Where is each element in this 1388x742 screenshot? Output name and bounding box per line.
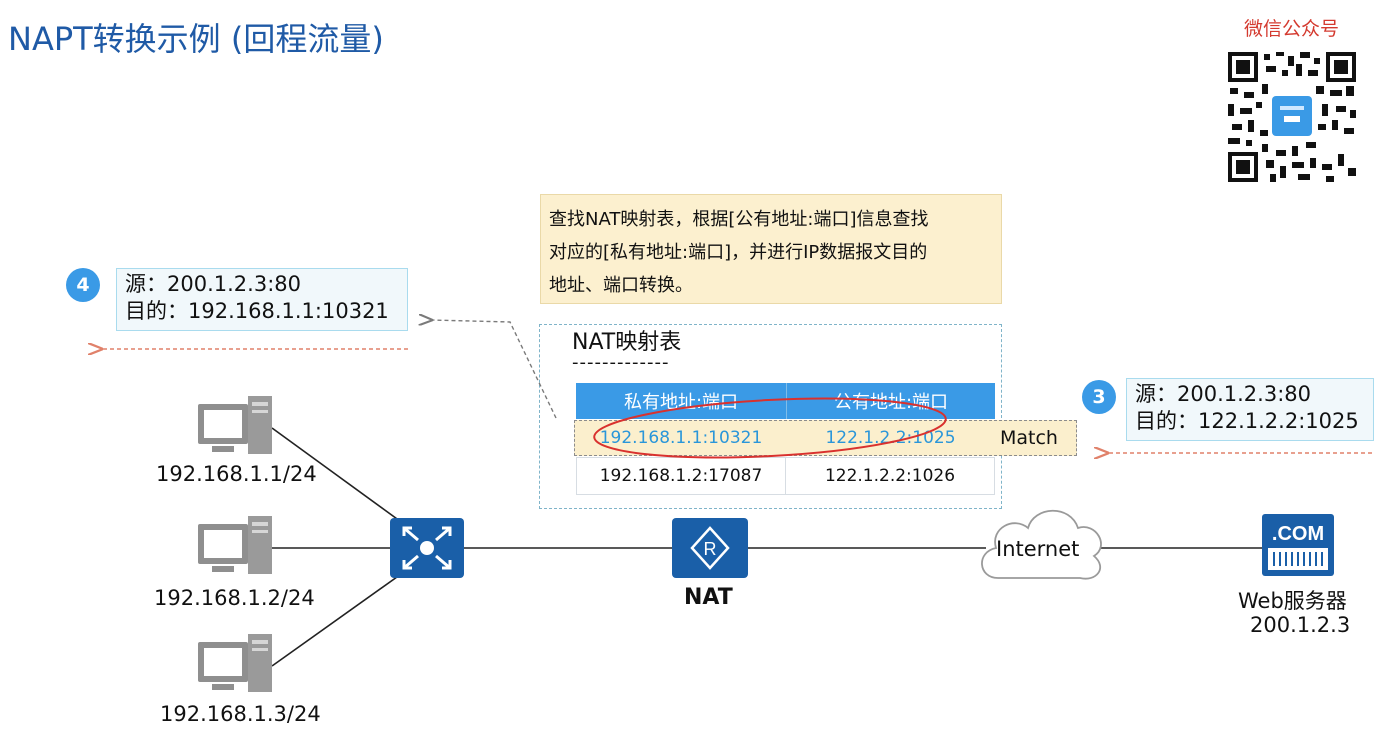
- note-line-1: 查找NAT映射表，根据[公有地址:端口]信息查找: [549, 209, 929, 230]
- step-3-destination: 目的：122.1.2.2:1025: [1135, 409, 1359, 433]
- pc-3-icon: [198, 634, 272, 692]
- router-icon: R: [672, 518, 748, 578]
- step-4-source: 源：200.1.2.3:80: [125, 272, 301, 296]
- step-4-destination: 目的：192.168.1.1:10321: [125, 299, 389, 323]
- web-server-icon-text: .COM: [1272, 523, 1324, 545]
- table-row-2-public: 122.1.2.2:1026: [786, 457, 995, 495]
- table-row-1-private: 192.168.1.1:10321: [599, 428, 763, 448]
- nat-table-title-underline: -------------: [572, 352, 670, 373]
- link-pc1-switch: [271, 427, 405, 525]
- link-pc3-switch: [271, 571, 405, 667]
- table-row-2-private: 192.168.1.2:17087: [576, 457, 786, 495]
- wechat-label: 微信公众号: [1244, 18, 1340, 40]
- note-line-2: 对应的[私有地址:端口]，并进行IP数据报文目的: [549, 242, 928, 263]
- pc-1-icon: [198, 396, 272, 454]
- nat-table-panel: [539, 324, 1002, 509]
- step-3-source: 源：200.1.2.3:80: [1135, 382, 1311, 406]
- web-server-label: Web服务器: [1238, 589, 1347, 613]
- step-4-badge: 4: [66, 268, 100, 302]
- page-title: NAPT转换示例 (回程流量): [8, 20, 384, 58]
- nat-router-label: NAT: [684, 585, 733, 610]
- web-server-icon: .COM: [1262, 514, 1334, 576]
- step-3-info: 源：200.1.2.3:80 目的：122.1.2.2:1025: [1126, 378, 1374, 441]
- step-4-info: 源：200.1.2.3:80 目的：192.168.1.1:10321: [116, 268, 408, 331]
- switch-icon: [390, 518, 464, 578]
- step-3-badge: 3: [1082, 380, 1116, 414]
- table-pointer-connector: [430, 320, 557, 419]
- host-1-label: 192.168.1.1/24: [156, 462, 317, 486]
- pc-2-icon: [198, 516, 272, 574]
- internet-cloud-icon: [981, 509, 1102, 580]
- web-server-ip: 200.1.2.3: [1250, 613, 1351, 637]
- nat-table-title: NAT映射表: [572, 330, 682, 355]
- host-3-label: 192.168.1.3/24: [160, 702, 321, 726]
- svg-text:R: R: [704, 539, 717, 559]
- qr-code-icon: [1226, 50, 1358, 184]
- lookup-note: 查找NAT映射表，根据[公有地址:端口]信息查找 对应的[私有地址:端口]，并进…: [540, 194, 1002, 304]
- note-line-3: 地址、端口转换。: [549, 275, 693, 296]
- host-2-label: 192.168.1.2/24: [154, 586, 315, 610]
- match-label: Match: [1000, 427, 1058, 449]
- match-highlight-ellipse: [593, 397, 947, 459]
- match-highlight-band: [574, 420, 1077, 456]
- internet-label: Internet: [996, 537, 1080, 561]
